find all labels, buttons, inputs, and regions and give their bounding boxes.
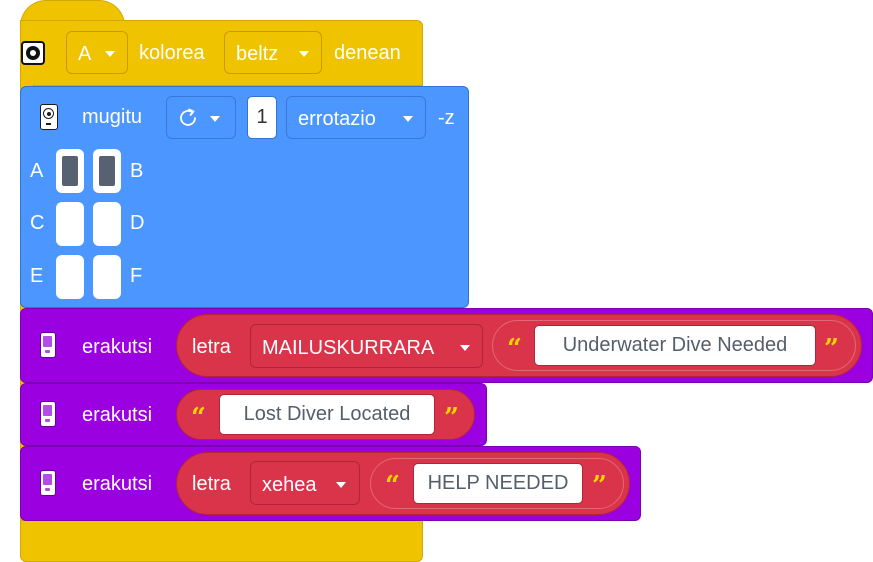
- event-text-color: kolorea: [139, 42, 205, 64]
- port-toggle-b[interactable]: [93, 149, 121, 193]
- open-quote-icon: “: [507, 334, 522, 364]
- open-quote-icon: “: [385, 471, 400, 501]
- case-dropdown[interactable]: xehea: [250, 461, 360, 505]
- display-icon: [40, 470, 56, 496]
- port-label-c: C: [30, 212, 45, 234]
- motor-suffix: -z: [438, 107, 455, 129]
- port-toggle-e[interactable]: [56, 255, 84, 299]
- chevron-down-icon: [460, 345, 470, 351]
- color-dropdown[interactable]: beltz: [224, 31, 322, 74]
- unit-dropdown[interactable]: errotazio: [286, 96, 426, 139]
- close-quote-icon: ”: [444, 403, 459, 433]
- event-text-when: denean: [334, 42, 401, 64]
- text-input[interactable]: Lost Diver Located: [219, 394, 435, 435]
- rotation-amount-input[interactable]: 1: [247, 96, 277, 139]
- motor-label: mugitu: [82, 106, 143, 128]
- text-input[interactable]: Underwater Dive Needed: [534, 325, 816, 366]
- port-toggle-d[interactable]: [93, 202, 121, 246]
- chevron-down-icon: [105, 51, 115, 57]
- port-toggle-c[interactable]: [56, 202, 84, 246]
- case-dropdown-value: MAILUSKURRARA: [262, 337, 435, 359]
- unit-dropdown-value: errotazio: [298, 108, 376, 130]
- chevron-down-icon: [403, 116, 413, 122]
- motor-icon: [40, 104, 58, 130]
- color-sensor-icon: [21, 41, 45, 65]
- display-label: erakutsi: [82, 336, 153, 358]
- open-quote-icon: “: [191, 403, 206, 433]
- port-toggle-f[interactable]: [93, 255, 121, 299]
- text-string-reporter[interactable]: [492, 320, 856, 371]
- color-dropdown-value: beltz: [236, 43, 279, 65]
- rotate-clockwise-icon: [180, 108, 196, 126]
- port-dropdown-value: A: [78, 43, 92, 65]
- text-input[interactable]: HELP NEEDED: [413, 463, 583, 504]
- port-label-d: D: [130, 212, 145, 234]
- display-icon: [40, 401, 56, 427]
- text-string-reporter[interactable]: [370, 458, 624, 509]
- display-icon: [40, 332, 56, 358]
- display-label: erakutsi: [82, 404, 153, 426]
- case-dropdown-value: xehea: [262, 474, 317, 496]
- port-label-a: A: [30, 160, 44, 182]
- port-label-e: E: [30, 265, 44, 287]
- port-toggle-a[interactable]: [56, 149, 84, 193]
- chevron-down-icon: [336, 482, 346, 488]
- port-dropdown[interactable]: A: [66, 31, 128, 74]
- port-label-f: F: [130, 265, 143, 287]
- close-quote-icon: ”: [824, 334, 839, 364]
- direction-dropdown[interactable]: [166, 96, 236, 139]
- port-label-b: B: [130, 160, 144, 182]
- event-block-footer: [20, 520, 423, 562]
- letter-label: letra: [192, 336, 231, 358]
- display-label: erakutsi: [82, 473, 153, 495]
- close-quote-icon: ”: [592, 471, 607, 501]
- chevron-down-icon: [210, 116, 220, 122]
- letter-label: letra: [192, 473, 231, 495]
- case-dropdown[interactable]: MAILUSKURRARA: [250, 324, 483, 368]
- chevron-down-icon: [299, 51, 309, 57]
